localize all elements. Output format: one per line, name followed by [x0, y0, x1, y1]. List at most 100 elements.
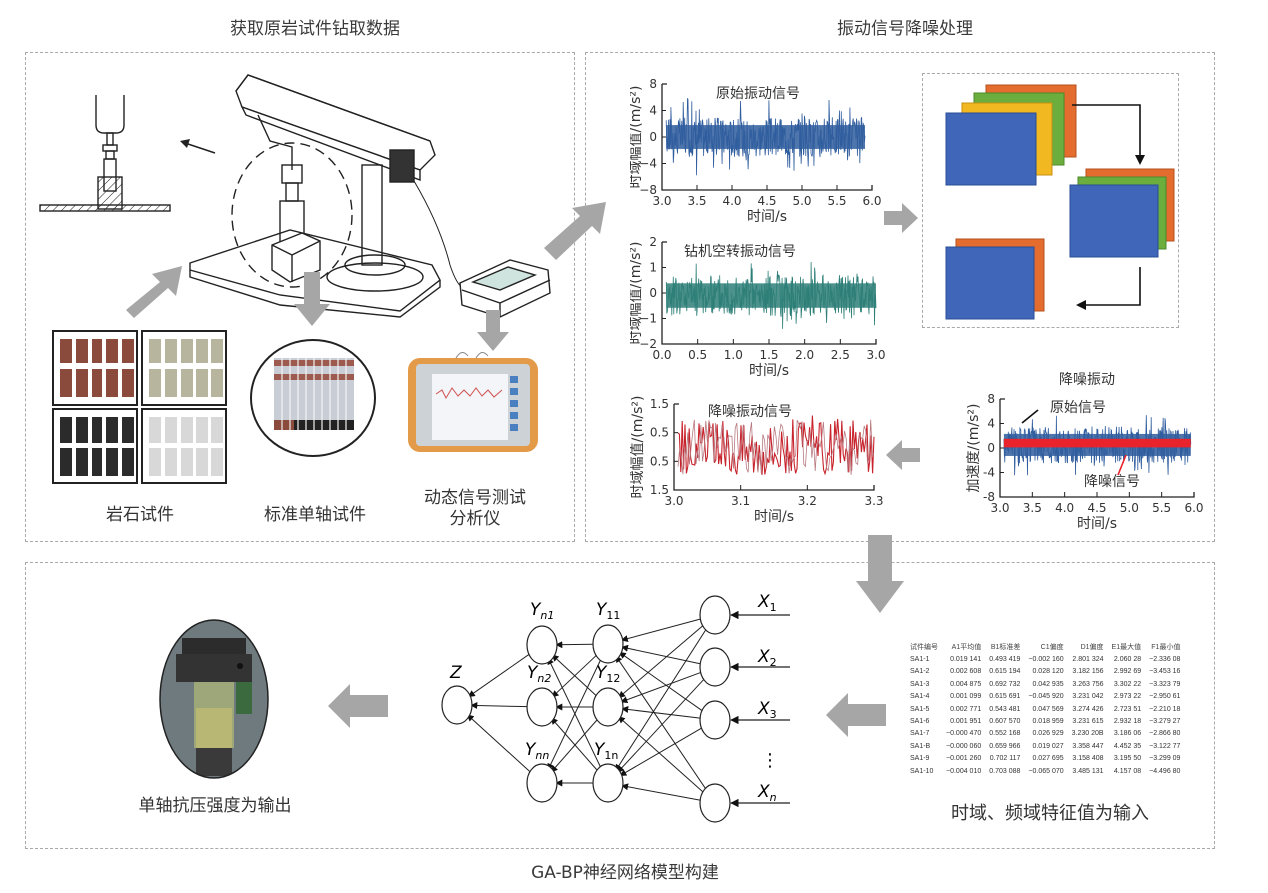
- edge-input-hidden1: [618, 624, 705, 699]
- feature-table-cell: 0.001 099: [950, 693, 982, 701]
- edge-input-hidden1: [618, 651, 704, 713]
- feature-table-cell: 2.723 51: [1113, 705, 1142, 713]
- feature-table-cell: −3.299 09: [1149, 755, 1181, 763]
- feature-table-cell: SA1-3: [910, 680, 930, 688]
- x-tick-label: 3.0: [652, 194, 671, 208]
- chart-title: 降噪振动信号: [708, 404, 792, 420]
- node-label-z: Z: [449, 663, 462, 683]
- feature-table-cell: −0.004 010: [946, 767, 982, 775]
- y-tick-label: 2: [649, 235, 657, 249]
- feature-table-cell: −0.045 920: [1028, 693, 1064, 701]
- feature-table-cell: −2.336 08: [1149, 656, 1181, 664]
- ucs-test-photo: [159, 619, 269, 779]
- x-tick-label: 3.5: [1023, 501, 1042, 515]
- node-label-x3: X3: [757, 699, 777, 721]
- feature-table-cell: −2.210 18: [1149, 705, 1181, 713]
- edge-hidden1-hidden2: [550, 717, 600, 773]
- feature-table-cell: 3.158 408: [1072, 755, 1104, 763]
- edge-input-hidden1: [620, 671, 703, 704]
- series-core-0: [666, 283, 876, 308]
- x-tick-label: 6.0: [862, 194, 881, 208]
- dynamic-signal-analyzer-photo: [406, 350, 540, 454]
- edge-input-hidden1: [620, 618, 702, 642]
- chart-title: 钻机空转振动信号: [684, 244, 796, 260]
- arrow-acquire-to-denoise-icon: [544, 202, 606, 260]
- y-tick-label: 0: [649, 286, 657, 300]
- feature-table-header: C1偏度: [1040, 644, 1064, 652]
- x-tick-label: 4.5: [757, 194, 776, 208]
- feature-table-cell: −0.000 060: [946, 742, 982, 750]
- arrow-denoise-to-model-icon: [856, 535, 904, 613]
- series-line-light: [677, 419, 875, 475]
- y-tick-label: 1: [649, 261, 657, 275]
- feature-table-cell: SA1-4: [910, 693, 930, 701]
- x-tick-label: 3.0: [990, 501, 1009, 515]
- feature-table-cell: SA1-9: [910, 755, 930, 763]
- edge-hidden2-output: [470, 701, 529, 709]
- arrow-signal-to-cnn-icon: [884, 203, 918, 233]
- feature-table-cell: 2.992 69: [1113, 668, 1142, 676]
- edge-hidden1-hidden2: [551, 654, 599, 698]
- arrow-machine-to-standard-icon: [294, 272, 330, 326]
- feature-table-cell: 0.702 117: [989, 755, 1021, 763]
- y-tick-label: 4: [987, 417, 995, 431]
- chart-title: 原始振动信号: [716, 86, 800, 102]
- feature-table-cell: 0.042 935: [1032, 680, 1064, 688]
- x-tick-label: 0.0: [652, 348, 671, 362]
- y-tick-label: 8: [987, 392, 995, 406]
- panel-acquire: [25, 52, 575, 542]
- series-core-0: [666, 125, 865, 149]
- x-tick-label: 5.5: [827, 194, 846, 208]
- x-tick-label: 5.5: [1152, 501, 1171, 515]
- feature-table-header: A1平均值: [951, 644, 982, 652]
- feature-table-cell: SA1-B: [910, 742, 931, 750]
- annotation-denoised-signal: 降噪信号: [1084, 474, 1140, 490]
- feature-table-cell: 0.019 027: [1032, 742, 1064, 750]
- x-tick-label: 1.5: [759, 348, 778, 362]
- node-label-y11: Y11: [596, 600, 620, 622]
- feature-table-cell: −0.001 260: [946, 755, 982, 763]
- x-tick-label: 6.0: [1184, 501, 1203, 515]
- x-tick-label: 1.0: [724, 348, 743, 362]
- x-tick-label: 5.0: [1120, 501, 1139, 515]
- feature-table-cell: 3.182 156: [1072, 668, 1104, 676]
- feature-table-cell: −4.496 80: [1149, 767, 1181, 775]
- feature-table-cell: 0.692 732: [989, 680, 1021, 688]
- feature-table-cell: 0.001 951: [950, 718, 982, 726]
- feature-input-label: 时域、频域特征值为输入: [951, 803, 1149, 824]
- node-input-2: [699, 700, 731, 740]
- node-label-x1: X1: [757, 592, 777, 614]
- analyzer-label-line1: 动态信号测试: [424, 488, 526, 508]
- feature-table-cell: −3.453 16: [1149, 668, 1181, 676]
- x-tick-label: 3.5: [687, 194, 706, 208]
- edge-hidden1-hidden2: [555, 641, 595, 649]
- arrow-specimens-to-machine-icon: [126, 266, 182, 318]
- feature-table-cell: 0.543 481: [989, 705, 1021, 713]
- edge-input-hidden1: [615, 655, 708, 792]
- feature-table-cell: SA1-2: [910, 668, 930, 676]
- y-tick-label: 0.5: [650, 426, 669, 440]
- node-label-yn2: Yn2: [527, 663, 551, 685]
- x-tick-label: 0.5: [688, 348, 707, 362]
- feature-table-cell: 0.703 088: [989, 767, 1021, 775]
- feature-table-cell: −3.323 79: [1149, 680, 1181, 688]
- feature-table-cell: 3.274 426: [1072, 705, 1104, 713]
- y-tick-label: 0: [649, 130, 657, 144]
- node-label-y1n: Y1n: [594, 740, 618, 762]
- feature-table-cell: 3.263 756: [1072, 680, 1104, 688]
- node-hidden2-2: [526, 763, 558, 803]
- x-tick-label: 5.0: [792, 194, 811, 208]
- feature-table-cell: SA1-10: [910, 767, 934, 775]
- feature-table-cell: 0.552 168: [989, 730, 1021, 738]
- node-hidden1-0: [592, 624, 624, 664]
- y-tick-label: -4: [983, 466, 995, 480]
- feature-table-cell: 4.452 35: [1113, 742, 1142, 750]
- y-axis-label: 时域幅值/(m/s²): [630, 242, 644, 345]
- x-axis-label: 时间/s: [749, 363, 789, 379]
